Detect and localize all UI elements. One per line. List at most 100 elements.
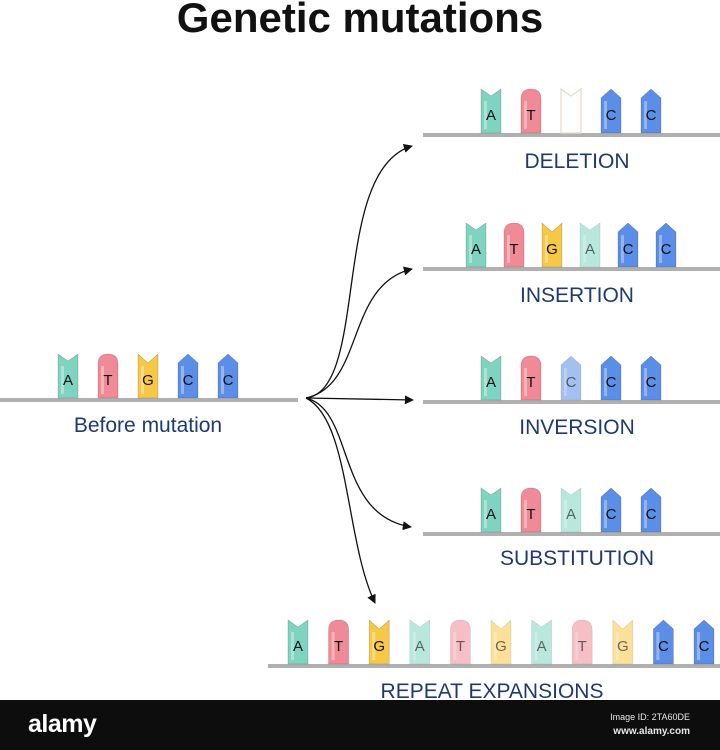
arrow-to-inversion	[305, 395, 414, 405]
nucleotide-highlight	[621, 235, 624, 263]
nucleotide-highlight	[564, 368, 567, 396]
label-repeat: REPEAT EXPANSIONS	[381, 680, 604, 700]
nucleotide-highlight	[412, 632, 416, 660]
nucleotide-G: G	[612, 619, 634, 665]
image-id-text: Image ID: 2TA60DE	[610, 712, 690, 722]
nucleotide-letter: C	[623, 241, 634, 258]
nucleotide-highlight	[524, 101, 527, 129]
nucleotide-shape	[137, 353, 159, 399]
nucleotide-letter: A	[566, 506, 576, 523]
label-insertion: INSERTION	[520, 284, 634, 307]
nucleotide-C: C	[640, 355, 662, 401]
nucleotide-C: C	[640, 487, 662, 533]
nucleotide-A: A	[531, 619, 552, 665]
nucleotide-letter: C	[658, 638, 669, 655]
nucleotide-letter: T	[578, 638, 587, 655]
nucleotide-shape	[480, 355, 502, 401]
nucleotide-letter: A	[471, 241, 481, 258]
strand-backbone	[423, 267, 720, 271]
arrow-to-repeat	[305, 397, 376, 604]
nucleotide-highlight	[221, 366, 224, 394]
nucleotide-letter: T	[526, 107, 535, 124]
nucleotide-T: T	[520, 355, 542, 401]
nucleotide-shape	[600, 355, 622, 401]
nucleotide-letter: C	[699, 638, 710, 655]
nucleotide-shape	[409, 619, 431, 665]
nucleotide-T: T	[450, 619, 471, 665]
alamy-logo: alamy	[28, 710, 97, 738]
nucleotide-C: C	[600, 88, 622, 134]
nucleotide-A: A	[465, 222, 487, 268]
nucleotide-letter: C	[566, 374, 577, 391]
nucleotide-letter: T	[526, 506, 535, 523]
nucleotide-C: C	[617, 222, 639, 268]
nucleotide-G: G	[541, 222, 563, 268]
nucleotide-letter: C	[661, 241, 672, 258]
nucleotide-A: A	[57, 353, 79, 399]
nucleotide-C: C	[600, 355, 622, 401]
nucleotide-shape	[653, 619, 674, 665]
nucleotide-T: T	[97, 353, 119, 399]
nucleotide-letter: A	[415, 638, 425, 655]
nucleotide-gap	[560, 87, 582, 134]
nucleotide-letter: T	[103, 372, 112, 389]
nucleotide-letter: A	[63, 372, 73, 389]
nucleotide-A: A	[409, 619, 431, 665]
strand-backbone	[423, 400, 720, 404]
nucleotide-A: A	[480, 88, 502, 134]
nucleotide-letter: G	[495, 638, 507, 655]
arrow-to-substitution	[305, 397, 412, 531]
nucleotide-shape	[520, 487, 542, 533]
nucleotide-letter: G	[142, 372, 154, 389]
nucleotide-letter: C	[646, 374, 657, 391]
nucleotide-A: A	[480, 487, 502, 533]
label-inversion: INVERSION	[519, 416, 635, 439]
nucleotide-letter: C	[606, 374, 617, 391]
strand-backbone	[268, 664, 720, 668]
nucleotide-shape	[640, 487, 662, 533]
nucleotide-highlight	[564, 500, 567, 528]
nucleotide-T: T	[328, 619, 349, 665]
nucleotide-shape	[617, 222, 639, 268]
nucleotide-letter: C	[183, 372, 194, 389]
nucleotide-highlight	[524, 500, 527, 528]
nucleotide-G: G	[368, 619, 390, 665]
nucleotide-A: A	[560, 487, 582, 533]
nucleotide-shape	[560, 87, 582, 134]
nucleotide-shape	[217, 353, 239, 399]
nucleotide-G: G	[490, 619, 512, 665]
nucleotide-highlight	[291, 632, 294, 660]
nucleotide-highlight	[545, 235, 548, 263]
nucleotide-highlight	[615, 632, 619, 660]
nucleotide-shape	[465, 222, 487, 268]
nucleotide-shape	[328, 619, 349, 665]
nucleotide-highlight	[141, 366, 144, 394]
nucleotide-letter: G	[546, 241, 558, 258]
nucleotide-highlight	[372, 632, 376, 660]
nucleotide-letter: G	[617, 638, 629, 655]
nucleotide-letter: C	[606, 506, 617, 523]
nucleotide-letter: G	[373, 638, 385, 655]
nucleotide-shape	[560, 355, 582, 401]
nucleotide-shape	[490, 619, 512, 665]
nucleotide-highlight	[697, 632, 700, 660]
nucleotide-shape	[368, 619, 390, 665]
nucleotide-T: T	[503, 222, 525, 268]
nucleotide-letter: T	[334, 638, 343, 655]
nucleotide-highlight	[181, 366, 184, 394]
nucleotide-shape	[640, 88, 662, 134]
nucleotide-highlight	[534, 632, 538, 660]
strand-backbone	[423, 532, 720, 536]
nucleotide-shape	[503, 222, 525, 268]
nucleotide-letter: T	[509, 241, 518, 258]
strand-backbone	[423, 133, 720, 137]
nucleotide-letter: C	[646, 107, 657, 124]
nucleotide-A: A	[579, 222, 601, 268]
